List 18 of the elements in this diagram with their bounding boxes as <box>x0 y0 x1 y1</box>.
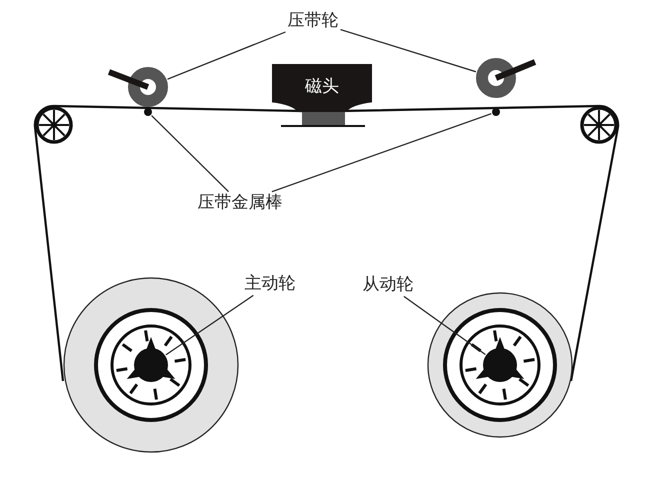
leader-line <box>404 296 486 356</box>
part-label: 主动轮 <box>244 274 296 294</box>
reel-drawing <box>427 292 573 438</box>
metal-rod <box>492 108 500 116</box>
part-label: 压带金属棒 <box>198 194 282 212</box>
magnetic-head <box>272 64 372 112</box>
leader-line <box>272 113 492 192</box>
leader-line <box>166 294 254 356</box>
head-label: 磁头 <box>305 75 339 98</box>
part-label: 压带轮 <box>288 12 338 30</box>
part-label: 从动轮 <box>362 276 414 294</box>
leader-line <box>340 29 476 72</box>
pinch-roller <box>108 67 168 107</box>
reel-drawing <box>63 277 239 453</box>
metal-rod <box>144 108 152 116</box>
leader-line <box>151 115 229 192</box>
leader-line <box>167 31 286 80</box>
pinch-roller <box>476 58 536 98</box>
